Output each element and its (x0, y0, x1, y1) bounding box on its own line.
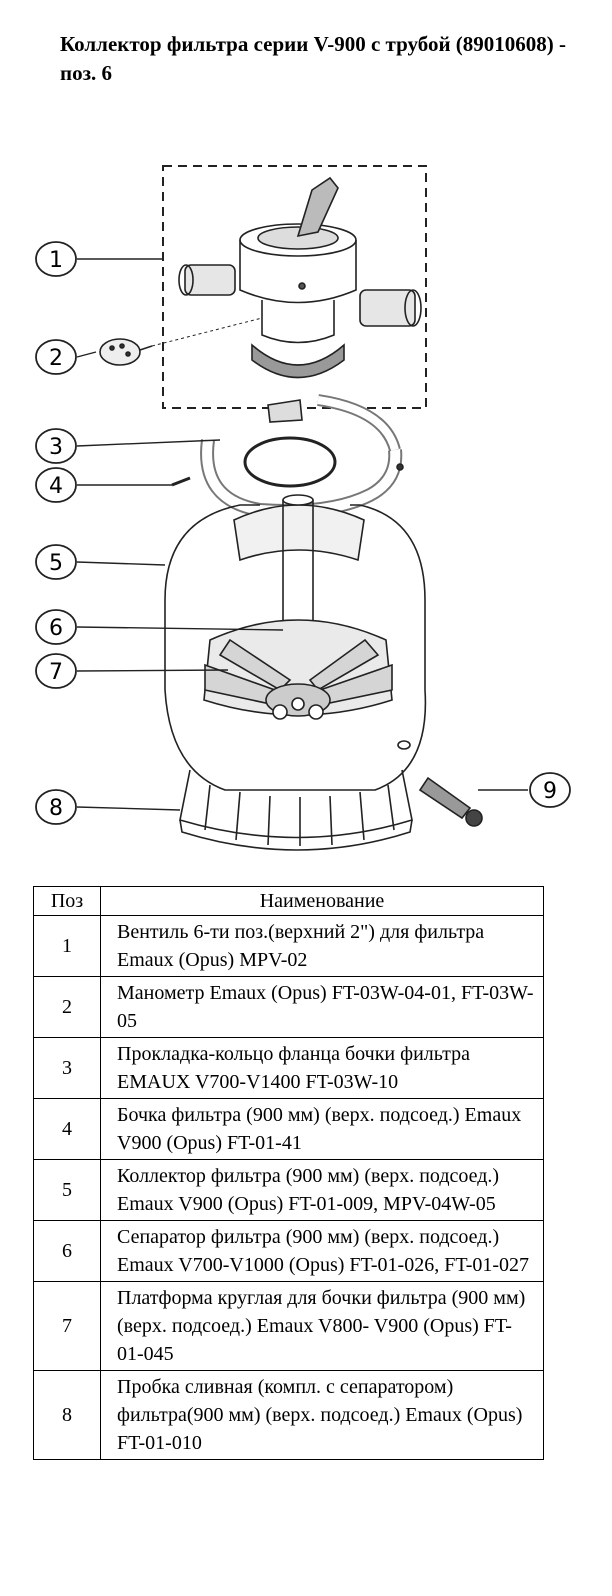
callout-5: 5 (35, 544, 77, 580)
callout-9: 9 (529, 772, 571, 808)
parts-table: Поз Наименование 1 Вентиль 6-ти поз.(вер… (33, 886, 544, 1460)
row-name: Пробка сливная (компл. с сепаратором) фи… (100, 1370, 544, 1460)
svg-text:3: 3 (49, 435, 63, 460)
table-row: 4 Бочка фильтра (900 мм) (верх. подсоед.… (33, 1098, 544, 1160)
callout-4: 4 (35, 467, 77, 503)
table-row: 3 Прокладка-кольцо фланца бочки фильтра … (33, 1037, 544, 1099)
exploded-view-diagram: 1 2 3 4 5 6 7 8 9 (35, 165, 571, 851)
row-name: Прокладка-кольцо фланца бочки фильтра EM… (100, 1037, 544, 1099)
svg-text:1: 1 (49, 248, 63, 273)
filter-tank-drawing (164, 504, 427, 791)
callout-3: 3 (35, 428, 77, 464)
table-row: 2 Манометр Emaux (Opus) FT-03W-04-01, FT… (33, 976, 544, 1038)
table-row: 7 Платформа круглая для бочки фильтра (9… (33, 1281, 544, 1371)
svg-text:6: 6 (49, 616, 63, 641)
row-pos: 6 (33, 1220, 101, 1282)
column-header-name: Наименование (100, 886, 544, 916)
callout-6: 6 (35, 609, 77, 645)
row-name: Бочка фильтра (900 мм) (верх. подсоед.) … (100, 1098, 544, 1160)
svg-text:4: 4 (49, 474, 63, 499)
row-name: Платформа круглая для бочки фильтра (900… (100, 1281, 544, 1371)
callout-1: 1 (35, 241, 77, 277)
svg-text:8: 8 (49, 796, 63, 821)
svg-text:2: 2 (49, 346, 63, 371)
base-platform-drawing (179, 769, 413, 851)
callout-2: 2 (35, 339, 77, 375)
callout-markers: 1 2 3 4 5 6 7 8 9 (35, 241, 571, 825)
flange-clamp-drawing (171, 394, 404, 518)
row-pos: 5 (33, 1159, 101, 1221)
multiport-valve-drawing (178, 176, 422, 379)
table-row: 1 Вентиль 6-ти поз.(верхний 2") для филь… (33, 915, 544, 977)
table-header-row: Поз Наименование (33, 886, 544, 916)
table-row: 5 Коллектор фильтра (900 мм) (верх. подс… (33, 1159, 544, 1221)
svg-text:9: 9 (543, 779, 557, 804)
svg-text:7: 7 (49, 660, 63, 685)
row-name: Вентиль 6-ти поз.(верхний 2") для фильтр… (100, 915, 544, 977)
table-row: 6 Сепаратор фильтра (900 мм) (верх. подс… (33, 1220, 544, 1282)
drain-plug-drawing (397, 740, 483, 827)
lateral-separator-drawing (203, 619, 393, 720)
row-name: Манометр Emaux (Opus) FT-03W-04-01, FT-0… (100, 976, 544, 1038)
callout-8: 8 (35, 789, 77, 825)
row-pos: 2 (33, 976, 101, 1038)
row-pos: 1 (33, 915, 101, 977)
row-pos: 8 (33, 1370, 101, 1460)
table-row: 8 Пробка сливная (компл. с сепаратором) … (33, 1370, 544, 1460)
row-name: Коллектор фильтра (900 мм) (верх. подсое… (100, 1159, 544, 1221)
row-pos: 7 (33, 1281, 101, 1371)
leader-lines (76, 258, 528, 811)
row-name: Сепаратор фильтра (900 мм) (верх. подсое… (100, 1220, 544, 1282)
pressure-gauge-drawing (99, 317, 263, 366)
column-header-pos: Поз (33, 886, 101, 916)
svg-text:5: 5 (49, 551, 63, 576)
row-pos: 4 (33, 1098, 101, 1160)
callout-7: 7 (35, 653, 77, 689)
page-title: Коллектор фильтра серии V-900 с трубой (… (60, 32, 567, 85)
row-pos: 3 (33, 1037, 101, 1099)
